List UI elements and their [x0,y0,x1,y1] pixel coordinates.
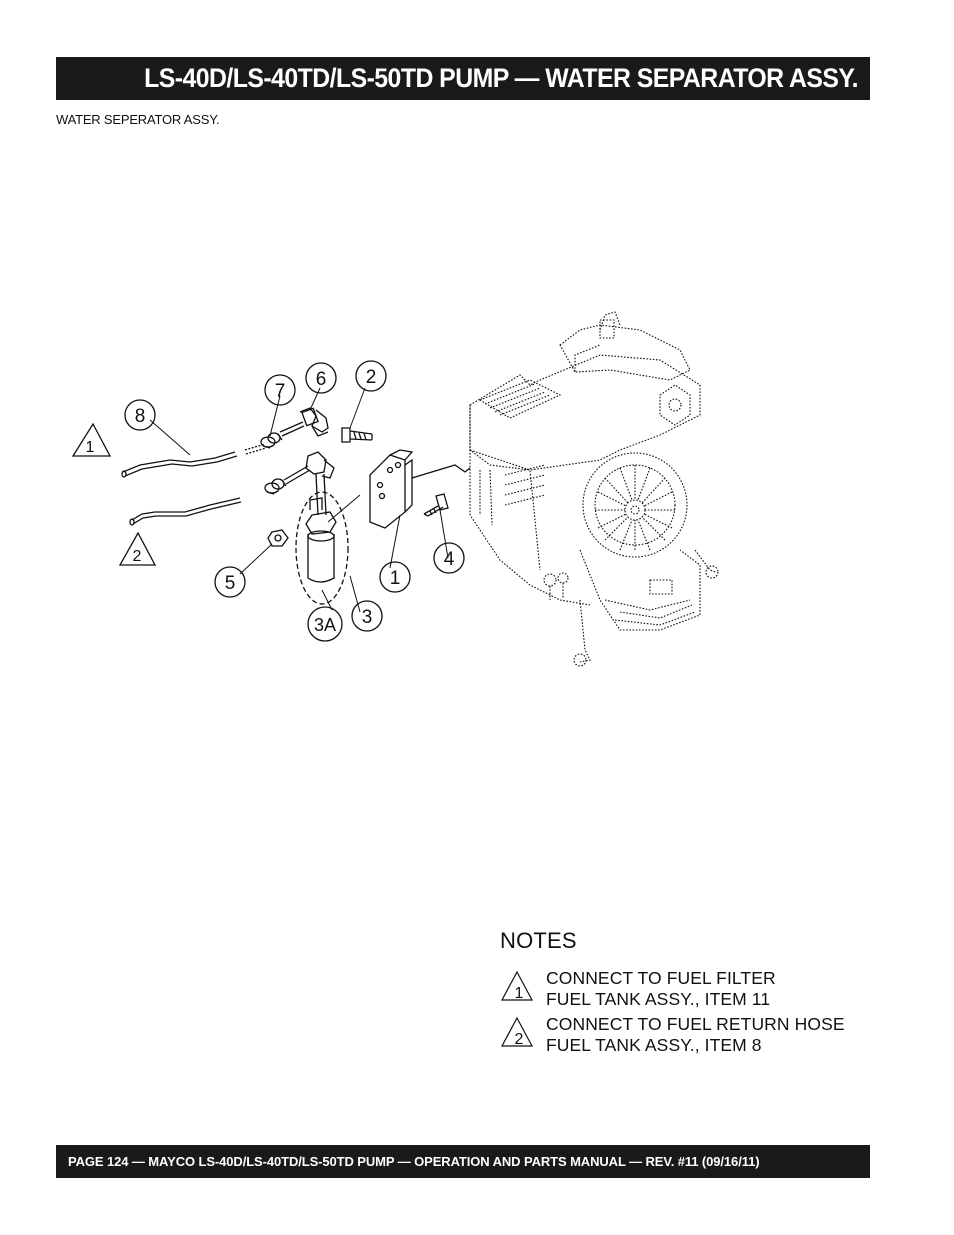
svg-text:1: 1 [515,985,524,1002]
page-footer: PAGE 124 — MAYCO LS-40D/LS-40TD/LS-50TD … [68,1154,760,1169]
bolt-item-2 [341,427,373,443]
svg-text:1: 1 [390,568,401,589]
mounting-bracket [369,449,471,529]
engine-drawing [469,311,719,667]
callout-balloons: 8 7 6 2 5 1 4 3A [124,360,465,642]
notes-section: NOTES 1 CONNECT TO FUEL FILTER FUEL TANK… [500,928,880,1060]
page-footer-bar: PAGE 124 — MAYCO LS-40D/LS-40TD/LS-50TD … [56,1145,870,1178]
svg-text:5: 5 [225,573,236,594]
svg-text:1: 1 [86,439,95,456]
callout-3: 3 [351,600,383,632]
page-title: LS-40D/LS-40TD/LS-50TD PUMP — WATER SEPA… [144,63,859,93]
svg-text:6: 6 [316,369,327,390]
svg-text:3: 3 [362,607,373,628]
svg-text:2: 2 [515,1031,524,1048]
svg-text:4: 4 [444,549,455,570]
fuel-hoses-item-8 [121,421,311,526]
svg-text:2: 2 [366,367,377,388]
callout-8: 8 [124,399,156,431]
callout-6: 6 [305,362,337,394]
warning-triangle-icon: 2 [500,1016,534,1048]
svg-text:3A: 3A [314,615,336,635]
callout-4: 4 [433,542,465,574]
note-2-line-1: CONNECT TO FUEL RETURN HOSE [546,1014,845,1034]
note-2-line-2: FUEL TANK ASSY., ITEM 8 [546,1035,762,1055]
section-subtitle: WATER SEPERATOR ASSY. [56,112,220,127]
svg-text:8: 8 [135,406,146,427]
warning-triangle-icon: 1 [500,970,534,1002]
svg-text:7: 7 [275,381,286,402]
note-ref-1-triangle: 1 [71,422,112,457]
callout-5: 5 [214,566,246,598]
callout-2: 2 [355,360,387,392]
leader-lines [149,387,449,613]
note-item-1: 1 CONNECT TO FUEL FILTER FUEL TANK ASSY.… [500,968,880,1014]
callout-7: 7 [264,374,296,406]
callout-3A: 3A [307,606,343,642]
callout-1: 1 [379,561,411,593]
notes-heading: NOTES [500,928,577,953]
note-ref-triangles: 1 2 [71,422,157,566]
note-1-line-1: CONNECT TO FUEL FILTER [546,968,776,988]
nut-item-5 [267,529,289,547]
elbow-fitting-item-6 [299,407,335,516]
bolt-item-4 [423,493,449,517]
water-separator-item-3 [295,491,349,605]
note-ref-2-triangle: 2 [118,531,157,566]
note-item-2: 2 CONNECT TO FUEL RETURN HOSE FUEL TANK … [500,1014,880,1060]
note-1-line-2: FUEL TANK ASSY., ITEM 11 [546,989,771,1009]
page-title-bar: LS-40D/LS-40TD/LS-50TD PUMP — WATER SEPA… [56,57,870,100]
parts-diagram: 8 7 6 2 5 1 4 3A [60,300,740,690]
svg-text:2: 2 [133,548,142,565]
hose-clamps-item-7 [260,432,287,495]
